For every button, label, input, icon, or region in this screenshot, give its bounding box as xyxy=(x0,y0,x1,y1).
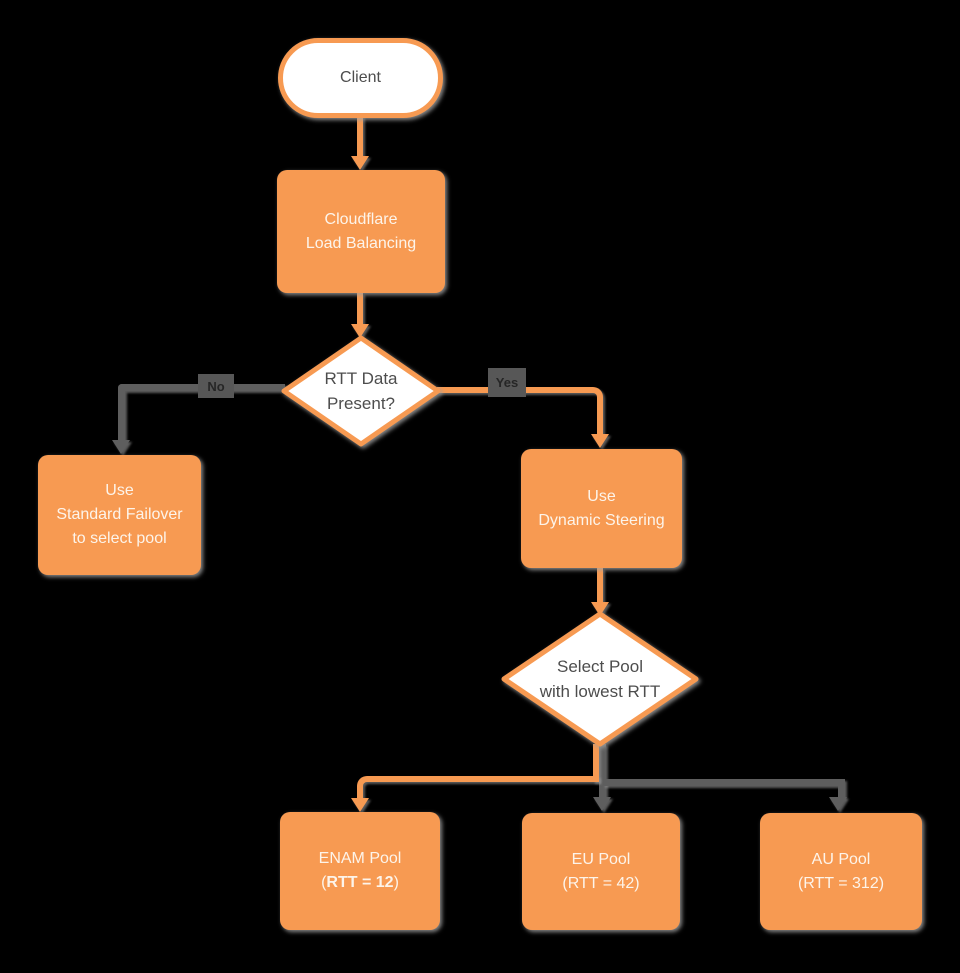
edge-select-pool-drop-orange xyxy=(593,744,599,782)
node-cloudflare-line1: Cloudflare xyxy=(324,210,398,228)
node-client: Client xyxy=(278,38,443,118)
arrowhead-into-loadbalancer xyxy=(351,156,369,170)
node-cloudflare-line2: Load Balancing xyxy=(305,234,417,252)
node-enam-pool-line2: (RTT = 12) xyxy=(321,871,399,895)
node-eu-pool: EU Pool (RTT = 42) xyxy=(522,813,680,930)
node-eu-pool-line2: (RTT = 42) xyxy=(562,874,640,892)
edge-select-pool-to-enam xyxy=(357,776,599,802)
decision-rtt-data-present: RTT Data Present? xyxy=(291,345,431,437)
arrowhead-into-au-pool xyxy=(829,797,847,811)
decision-select-pool-line1: Select Pool xyxy=(557,657,643,676)
edge-loadbalancer-to-decision xyxy=(357,293,363,326)
enam-rtt-value: RTT = 12 xyxy=(326,874,394,891)
node-dynamic-steering-line1: Use xyxy=(587,487,616,505)
node-au-pool: AU Pool (RTT = 312) xyxy=(760,813,922,930)
node-dynamic-steering-line2: Dynamic Steering xyxy=(538,511,665,529)
node-client-label: Client xyxy=(340,69,381,86)
edge-label-no: No xyxy=(198,374,234,398)
decision-select-pool-line2: with lowest RTT xyxy=(539,682,661,701)
decision-select-pool-shape xyxy=(501,611,699,747)
node-standard-failover: Use Standard Failover to select pool xyxy=(38,455,201,575)
decision-rtt-line1: RTT Data xyxy=(324,369,398,388)
arrowhead-into-select-pool xyxy=(591,602,609,616)
arrowhead-into-decision xyxy=(351,324,369,338)
node-standard-failover-line2: Standard Failover xyxy=(56,506,183,523)
node-dynamic-steering: Use Dynamic Steering xyxy=(521,449,682,568)
edge-select-pool-to-au xyxy=(603,779,845,798)
node-enam-pool-line1: ENAM Pool xyxy=(318,850,402,867)
arrowhead-into-enam-pool xyxy=(351,798,369,812)
edge-dynamic-steering-to-select-pool xyxy=(597,568,603,604)
enam-rtt-close-paren: ) xyxy=(393,874,399,891)
edge-label-yes: Yes xyxy=(488,368,526,397)
node-standard-failover-line3: to select pool xyxy=(72,530,167,547)
arrowhead-into-dynamic-steering xyxy=(591,434,609,448)
decision-select-pool: Select Pool with lowest RTT xyxy=(511,621,689,737)
node-cloudflare-load-balancing: Cloudflare Load Balancing xyxy=(277,170,445,293)
node-au-pool-line2: (RTT = 312) xyxy=(797,874,885,892)
node-standard-failover-line1: Use xyxy=(105,482,134,499)
edge-select-pool-to-eu xyxy=(599,744,606,798)
arrowhead-into-standard-failover xyxy=(112,440,130,454)
node-eu-pool-line1: EU Pool xyxy=(571,850,631,868)
node-au-pool-line1: AU Pool xyxy=(811,850,871,868)
node-enam-pool: ENAM Pool (RTT = 12) xyxy=(280,812,440,930)
decision-rtt-line2: Present? xyxy=(326,394,396,413)
enam-rtt-open-paren: ( xyxy=(321,874,327,891)
decision-rtt-data-present-shape xyxy=(281,335,441,447)
edge-client-to-loadbalancer xyxy=(357,116,363,158)
